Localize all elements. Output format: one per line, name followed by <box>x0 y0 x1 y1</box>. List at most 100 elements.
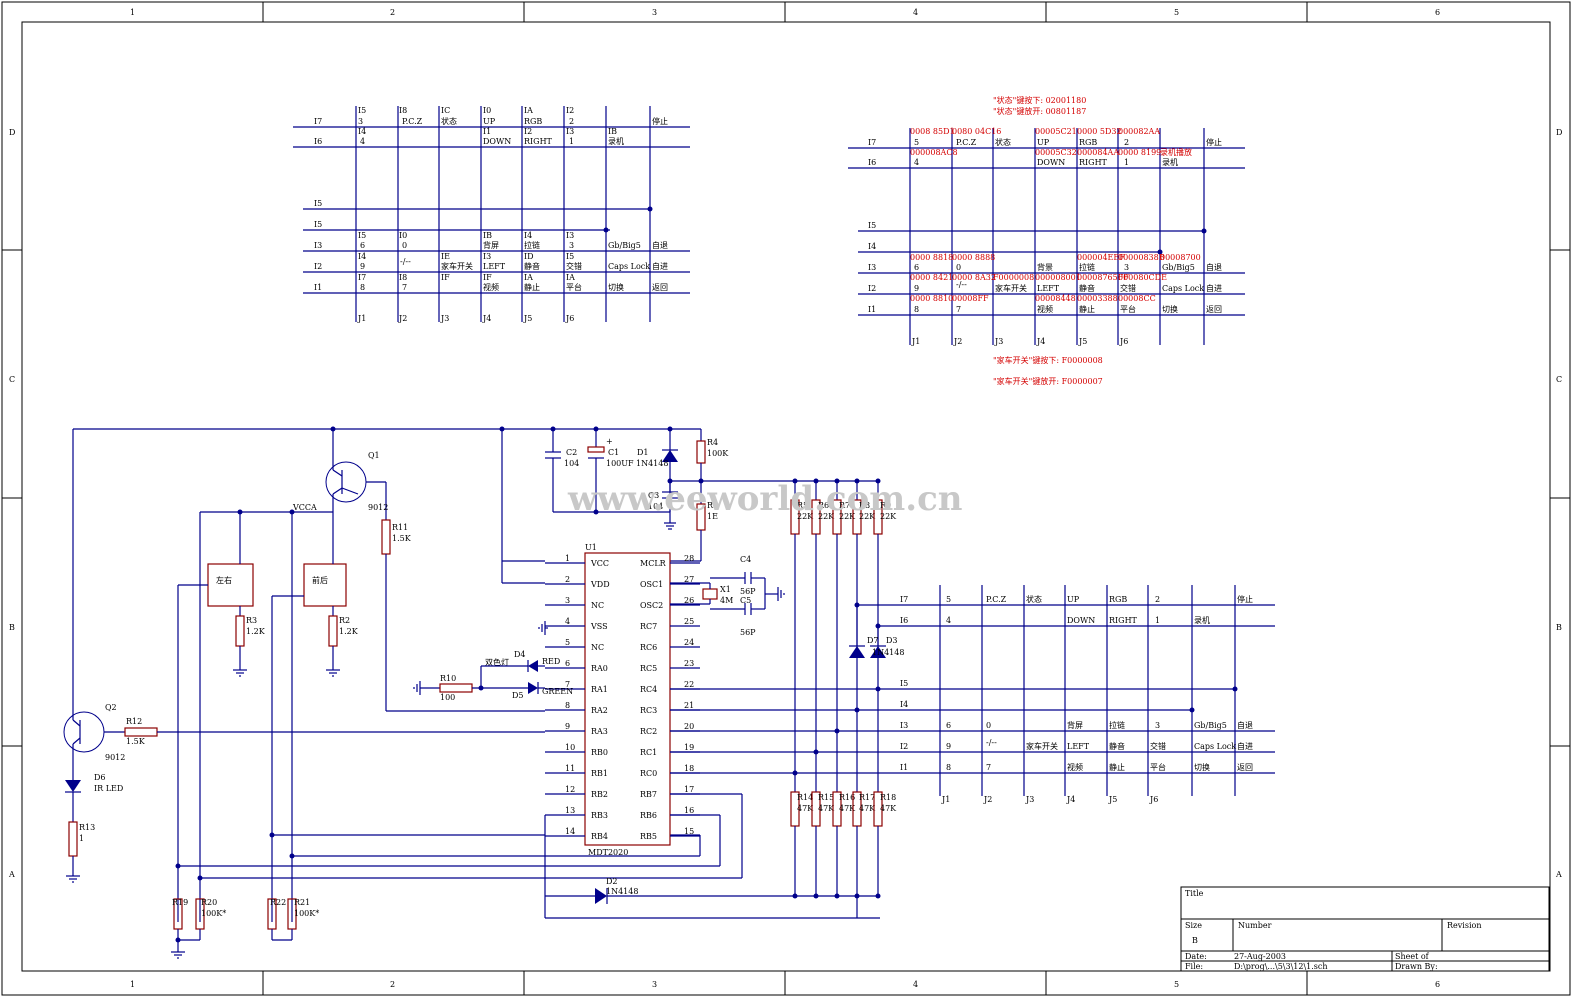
mcu-pin-name: RB1 <box>591 769 608 778</box>
pullup-val: 22K <box>880 512 897 521</box>
row-label-d: D <box>9 128 15 137</box>
junction <box>813 478 819 484</box>
mr-key: 平台 <box>1120 304 1136 314</box>
ml-cell: I2 <box>566 106 574 115</box>
q1-part: 9012 <box>368 503 388 512</box>
mr-key: 4 <box>914 158 919 167</box>
mcu-pin-name: RC4 <box>640 685 657 694</box>
mcu-pin-name: VSS <box>590 622 608 631</box>
junction <box>875 478 881 484</box>
mcu-pin-name: RA1 <box>591 685 608 694</box>
mb-key: 5 <box>946 595 951 604</box>
mcu-pin-num: 7 <box>565 680 570 689</box>
ml-key: 视频 <box>483 282 499 292</box>
ml-cell: I4 <box>358 252 366 261</box>
pulldown-val: 47K <box>818 804 835 813</box>
d5-val: GREEN <box>542 687 573 696</box>
col-label-5: 5 <box>1174 8 1179 17</box>
junction <box>813 893 819 899</box>
ml-cell: IA <box>524 273 533 282</box>
r4-val: 100K <box>707 449 729 458</box>
ml-key: LEFT <box>483 262 506 271</box>
mr-key: 录机 <box>1162 157 1178 167</box>
r1-val: 1E <box>707 512 718 521</box>
mb-row: I4 <box>900 700 908 709</box>
ml-key: 交错 <box>566 261 582 271</box>
mr-code: 0000 5D32 <box>1077 127 1122 136</box>
col-label-5b: 5 <box>1174 980 1179 989</box>
watermark: www.eeworld.com.cn <box>567 479 963 519</box>
mb-key: 1 <box>1155 616 1160 625</box>
mb-key: P.C.Z <box>986 595 1007 604</box>
r12-val: 1.5K <box>126 737 146 746</box>
ml-cell: I8 <box>399 106 407 115</box>
mb-key: -/-- <box>986 738 997 747</box>
col-label-1: 1 <box>130 8 135 17</box>
main-circuit: C2 104 + C1 100UF D1 1N4148 R4 100K <box>63 426 904 959</box>
col-label-3: 3 <box>652 8 657 17</box>
mb-row: I7 <box>900 595 908 604</box>
matrix-right: "状态"键按下: 02001180 "状态"键放开: 00801187 "家车开… <box>848 95 1245 386</box>
mb-col: J1 <box>941 795 950 804</box>
mcu-pin-num: 1 <box>565 554 570 563</box>
ml-row-i1: I1 <box>314 283 322 292</box>
junction <box>834 893 840 899</box>
resistor-array: R522KR1447KR622KR1547KR722KR1647KR822KR1… <box>790 478 897 918</box>
r10-ref: R10 <box>440 674 456 683</box>
row-label-c-right: C <box>1556 375 1562 384</box>
mr-key: 背景 <box>1037 262 1053 272</box>
pullup-ref: R7 <box>839 501 850 510</box>
revision-label: Revision <box>1447 921 1481 930</box>
ml-key: UP <box>483 117 496 126</box>
mr-key: 7 <box>956 305 961 314</box>
mcu-ref: U1 <box>585 543 597 552</box>
ml-cell: I5 <box>358 231 366 240</box>
d2-val: 1N4148 <box>606 887 638 896</box>
pulldown-ref: R18 <box>880 793 896 802</box>
title-label: Title <box>1185 889 1204 898</box>
mcu-pin-name: RA2 <box>591 706 608 715</box>
ml-cell: I0 <box>399 231 407 240</box>
row-label-b-right: B <box>1556 623 1562 632</box>
pullup-ref: R6 <box>818 501 829 510</box>
mr-code: 00005C32 <box>1035 148 1077 157</box>
mr-code: 0080 04C16 <box>952 127 1001 136</box>
mr-row: I1 <box>868 305 876 314</box>
ml-key: 背屏 <box>483 240 499 250</box>
mr-col: J6 <box>1119 337 1128 346</box>
ml-key: 0 <box>402 241 407 250</box>
x1-val: 4M <box>720 596 733 605</box>
mr-key: 拉链 <box>1079 262 1095 272</box>
ml-key: 3 <box>358 117 363 126</box>
mcu-pin-num: 23 <box>684 659 694 668</box>
row-label-d-right: D <box>1556 128 1562 137</box>
mcu-pin-num: 6 <box>565 659 570 668</box>
col-label-6b: 6 <box>1435 980 1440 989</box>
ml-key: Caps Lock <box>608 262 650 271</box>
ml-col-j2: J2 <box>398 314 407 323</box>
mcu-pin-name: RC0 <box>640 769 657 778</box>
mr-code: 0000 8421 <box>910 273 953 282</box>
mr-code: 00008765FF <box>1077 273 1129 282</box>
mcu-pin-num: 12 <box>565 785 575 794</box>
mcu-pin-num: 26 <box>684 596 694 605</box>
mcu-pin-name: RC3 <box>640 706 657 715</box>
mr-code: 0000 8818 <box>910 253 953 262</box>
d3-ref: D3 <box>886 636 898 645</box>
mr-row: I5 <box>868 221 876 230</box>
mr-key: -/-- <box>956 280 967 289</box>
mb-key: LEFT <box>1067 742 1090 751</box>
mb-key: Gb/Big5 <box>1194 721 1227 730</box>
r20-ref: R20 <box>201 898 217 907</box>
col-label-4b: 4 <box>913 980 918 989</box>
mb-key: Caps Lock <box>1194 742 1236 751</box>
mb-row: I5 <box>900 679 908 688</box>
ml-row-i6: I6 <box>314 137 322 146</box>
mcu-pin-name: RB0 <box>591 748 608 757</box>
mr-key: DOWN <box>1037 158 1065 167</box>
mr-code: 录机播放 <box>1160 147 1192 157</box>
mr-col: J1 <box>911 337 920 346</box>
mcu-pin-name: RB7 <box>640 790 657 799</box>
junction <box>854 478 860 484</box>
